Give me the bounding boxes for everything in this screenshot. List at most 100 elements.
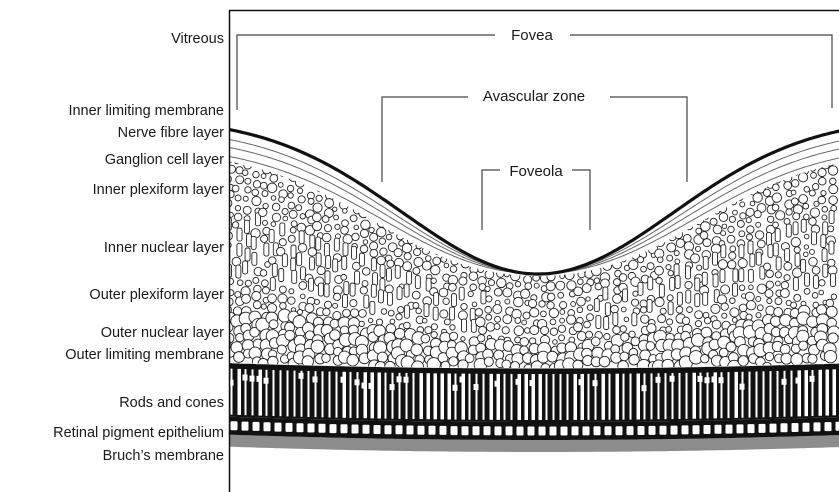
retina-cell [290, 227, 296, 233]
retina-cell [703, 292, 708, 305]
retina-cell [616, 374, 620, 420]
retina-cell [674, 230, 682, 238]
retina-cell [637, 374, 641, 420]
retina-cell [273, 370, 275, 416]
retina-cell [791, 371, 793, 417]
retina-cell [745, 292, 754, 301]
retina-cell [325, 199, 334, 208]
retina-cell [738, 259, 747, 268]
retina-cell [465, 354, 474, 363]
retina-cell [425, 256, 431, 262]
retina-cell [793, 213, 800, 220]
retina-cell [341, 226, 349, 234]
retina-cell [756, 357, 766, 367]
retina-cell [560, 374, 562, 420]
retina-cell [780, 423, 788, 433]
retina-cell [299, 231, 304, 244]
retina-cell [804, 234, 809, 239]
retina-cell [371, 284, 376, 297]
retina-cell [746, 208, 754, 216]
retina-cell [396, 314, 402, 320]
retina-cell [748, 241, 753, 254]
retina-cell [729, 216, 735, 222]
retina-cell [232, 185, 239, 192]
retina-cell [571, 426, 579, 436]
retina-cell [660, 308, 666, 314]
retina-cell [262, 287, 269, 294]
retina-cell [236, 265, 241, 278]
retina-cell [441, 373, 445, 419]
retina-cell [370, 301, 375, 314]
retina-cell [730, 308, 739, 317]
retina-cell [777, 371, 779, 417]
retina-cell [253, 181, 260, 188]
avascular-zone-label: Avascular zone [483, 88, 585, 105]
retina-cell [599, 356, 610, 367]
retina-cell [560, 274, 565, 279]
retina-cell [245, 248, 250, 261]
retina-cell [547, 351, 558, 362]
retina-cell [494, 288, 502, 296]
retina-cell [822, 207, 828, 213]
retina-cell [728, 260, 736, 268]
retina-cell [692, 425, 700, 435]
retina-cell [324, 284, 329, 297]
retina-cell [677, 292, 682, 305]
retina-cell [675, 276, 680, 289]
retina-cell [386, 268, 391, 281]
retina-cell [311, 340, 324, 353]
retina-cell [370, 233, 378, 241]
retina-cell [781, 281, 788, 288]
retina-cell [794, 294, 801, 301]
retina-cell [377, 228, 386, 237]
retina-cell [317, 266, 325, 274]
retina-cell [494, 426, 502, 436]
retina-cell [756, 371, 758, 417]
retina-cell [317, 187, 322, 192]
retina-cell [638, 282, 643, 295]
retina-cell [476, 374, 478, 420]
retina-cell [804, 245, 808, 249]
retina-cell [279, 239, 286, 246]
retina-cell [272, 264, 277, 277]
retina-cell [475, 317, 485, 327]
retina-cell [223, 231, 232, 240]
retina-cell [829, 241, 834, 254]
retina-cell [802, 422, 810, 432]
retina-cell [314, 299, 319, 304]
retina-cell [483, 374, 485, 420]
retina-cell [279, 268, 284, 281]
retina-cell [495, 381, 500, 387]
retina-cell [755, 231, 763, 239]
retina-cell [681, 425, 689, 435]
retina-cell [514, 326, 524, 336]
retina-cell [810, 208, 819, 217]
retina-cell [472, 302, 477, 307]
retina-cell [703, 425, 711, 435]
retina-cell [322, 371, 324, 417]
retina-cell [505, 426, 513, 436]
retina-cell [748, 269, 753, 282]
retina-cell [629, 260, 638, 269]
retina-cell [767, 298, 772, 303]
retina-cell [363, 240, 368, 245]
retina-cell [350, 372, 352, 418]
retina-cell [461, 337, 465, 341]
retina-cell [774, 308, 783, 317]
retina-cell [579, 379, 584, 385]
retina-cell [753, 193, 762, 202]
retina-cell [772, 193, 781, 202]
retina-cell [461, 426, 469, 436]
retina-cell [809, 190, 815, 196]
retina-cell [700, 232, 708, 240]
retina-cell [294, 371, 296, 417]
retina-cell [822, 249, 827, 262]
retina-cell [539, 374, 543, 420]
retina-cell [701, 327, 712, 338]
retina-cell [719, 213, 728, 222]
retina-cell [714, 208, 720, 214]
retina-cell [390, 384, 395, 390]
retina-cell [604, 426, 612, 436]
retina-cell [718, 260, 727, 269]
